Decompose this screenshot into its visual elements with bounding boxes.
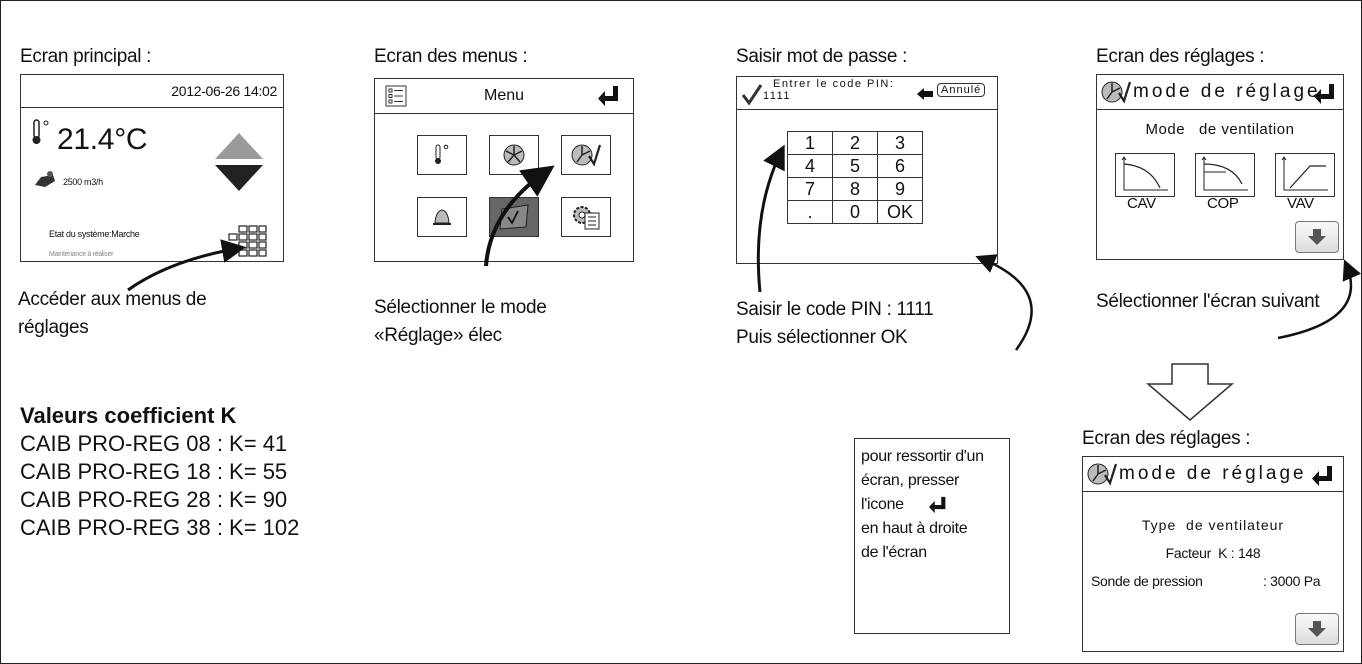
fan-type-label: Type de ventilateur [1141, 517, 1285, 533]
return-icon [929, 496, 946, 514]
down-arrow-icon [1308, 229, 1326, 245]
key-6-button[interactable]: 6 [877, 154, 923, 178]
header-divider [375, 113, 633, 114]
alarm-bell-button[interactable] [417, 197, 467, 237]
cancel-button[interactable]: Annulé [937, 83, 986, 97]
panel4-caption: Sélectionner l'écran suivant [1096, 291, 1320, 312]
fan-settings-menu-button[interactable] [561, 135, 611, 175]
main-screen: 2012-06-26 14:02 21.4°C 2500 m3/h Etat d… [20, 74, 284, 262]
panel1-caption: Accéder aux menus de réglages [18, 289, 207, 338]
menu-title: Menu [483, 87, 525, 104]
key-7-button[interactable]: 7 [787, 177, 833, 201]
key-ok-button[interactable]: OK [877, 200, 923, 224]
header-divider [1097, 109, 1343, 110]
panel3-heading: Saisir mot de passe : [736, 46, 908, 67]
key-1-button[interactable]: 1 [787, 131, 833, 155]
arrow-to-elec-mode [484, 165, 555, 267]
datetime: 2012-06-26 14:02 [171, 83, 277, 99]
panel1-heading: Ecran principal : [20, 46, 152, 67]
pin-prompt: Entrer le code PIN: [773, 78, 895, 90]
settings-title: mode de réglage [1133, 81, 1321, 102]
header-divider [21, 107, 283, 108]
pin-entry-value: 1111 [763, 90, 792, 102]
cop-label: COP [1207, 195, 1239, 212]
settings-screen-2: mode de réglage Type de ventilateur Fact… [1082, 456, 1344, 652]
cop-mode-button[interactable] [1195, 153, 1255, 197]
fan-unit-icon [33, 169, 57, 194]
next-screen-button[interactable] [1295, 613, 1339, 645]
arrow-to-next-button [1277, 259, 1362, 340]
down-arrow-icon [1308, 621, 1326, 637]
vav-mode-button[interactable] [1275, 153, 1335, 197]
temperature-value: 21.4°C [57, 123, 148, 156]
header-divider [1083, 491, 1343, 492]
next-screen-button[interactable] [1295, 221, 1339, 253]
fan-settings-icon [1101, 79, 1132, 110]
arrow-to-key-1 [756, 144, 785, 293]
system-settings-button[interactable] [561, 197, 611, 237]
checkmark-icon[interactable] [741, 83, 763, 110]
header-divider [737, 109, 997, 110]
panel4-heading: Ecran des réglages : [1096, 46, 1265, 67]
down-arrow-button[interactable] [213, 163, 265, 198]
temperature-menu-button[interactable] [417, 135, 467, 175]
system-status: Etat du système:Marche [49, 229, 140, 239]
key-8-button[interactable]: 8 [832, 177, 878, 201]
flow-down-arrow [1144, 362, 1236, 429]
list-icon [385, 85, 407, 112]
settings-screen: mode de réglage Mode de ventilation CAV … [1096, 74, 1344, 260]
exit-instruction-note: pour ressortir d'un écran, presser l'ico… [854, 438, 1010, 634]
thermometer-icon [31, 119, 51, 150]
key-9-button[interactable]: 9 [877, 177, 923, 201]
menu-grid-icon[interactable] [227, 225, 267, 262]
cav-mode-button[interactable] [1115, 153, 1175, 197]
panel2-heading: Ecran des menus : [374, 46, 528, 67]
settings-title: mode de réglage [1119, 463, 1307, 484]
vav-label: VAV [1287, 195, 1314, 212]
pressure-probe-label: Sonde de pression [1091, 573, 1203, 589]
backspace-icon[interactable] [917, 87, 933, 105]
k-value-row: CAIB PRO-REG 38 : K= 102 [20, 515, 300, 540]
k-factor-value: Facteur K : 148 [1165, 545, 1261, 561]
arrow-to-ok-key [975, 254, 1033, 351]
airflow-value: 2500 m3/h [63, 177, 103, 187]
k-values-block: Valeurs coefficient K CAIB PRO-REG 08 : … [20, 402, 299, 542]
menu-screen: Menu [374, 78, 634, 262]
cav-label: CAV [1127, 195, 1156, 212]
k-value-row: CAIB PRO-REG 08 : K= 41 [20, 431, 288, 456]
key-dot-button[interactable]: . [787, 200, 833, 224]
panel3-caption: Saisir le code PIN : 1111 Puis sélection… [736, 299, 934, 348]
return-icon[interactable] [597, 85, 621, 112]
k-value-row: CAIB PRO-REG 18 : K= 55 [20, 459, 288, 484]
k-values-title: Valeurs coefficient K [20, 403, 237, 428]
arrow-to-menu-grid [127, 239, 246, 292]
fan-settings-icon [1087, 461, 1118, 492]
ventilation-mode-label: Mode de ventilation [1145, 121, 1295, 138]
key-2-button[interactable]: 2 [832, 131, 878, 155]
pressure-probe-value: : 3000 Pa [1263, 573, 1321, 589]
return-icon[interactable] [1311, 465, 1335, 492]
panel2-caption: Sélectionner le mode «Réglage» élec [374, 297, 547, 346]
return-icon[interactable] [1313, 83, 1337, 110]
panel5-heading: Ecran des réglages : [1082, 428, 1251, 449]
maintenance-notice: Maintenance à réaliser [49, 251, 114, 258]
up-arrow-button[interactable] [213, 131, 265, 166]
k-value-row: CAIB PRO-REG 28 : K= 90 [20, 487, 288, 512]
